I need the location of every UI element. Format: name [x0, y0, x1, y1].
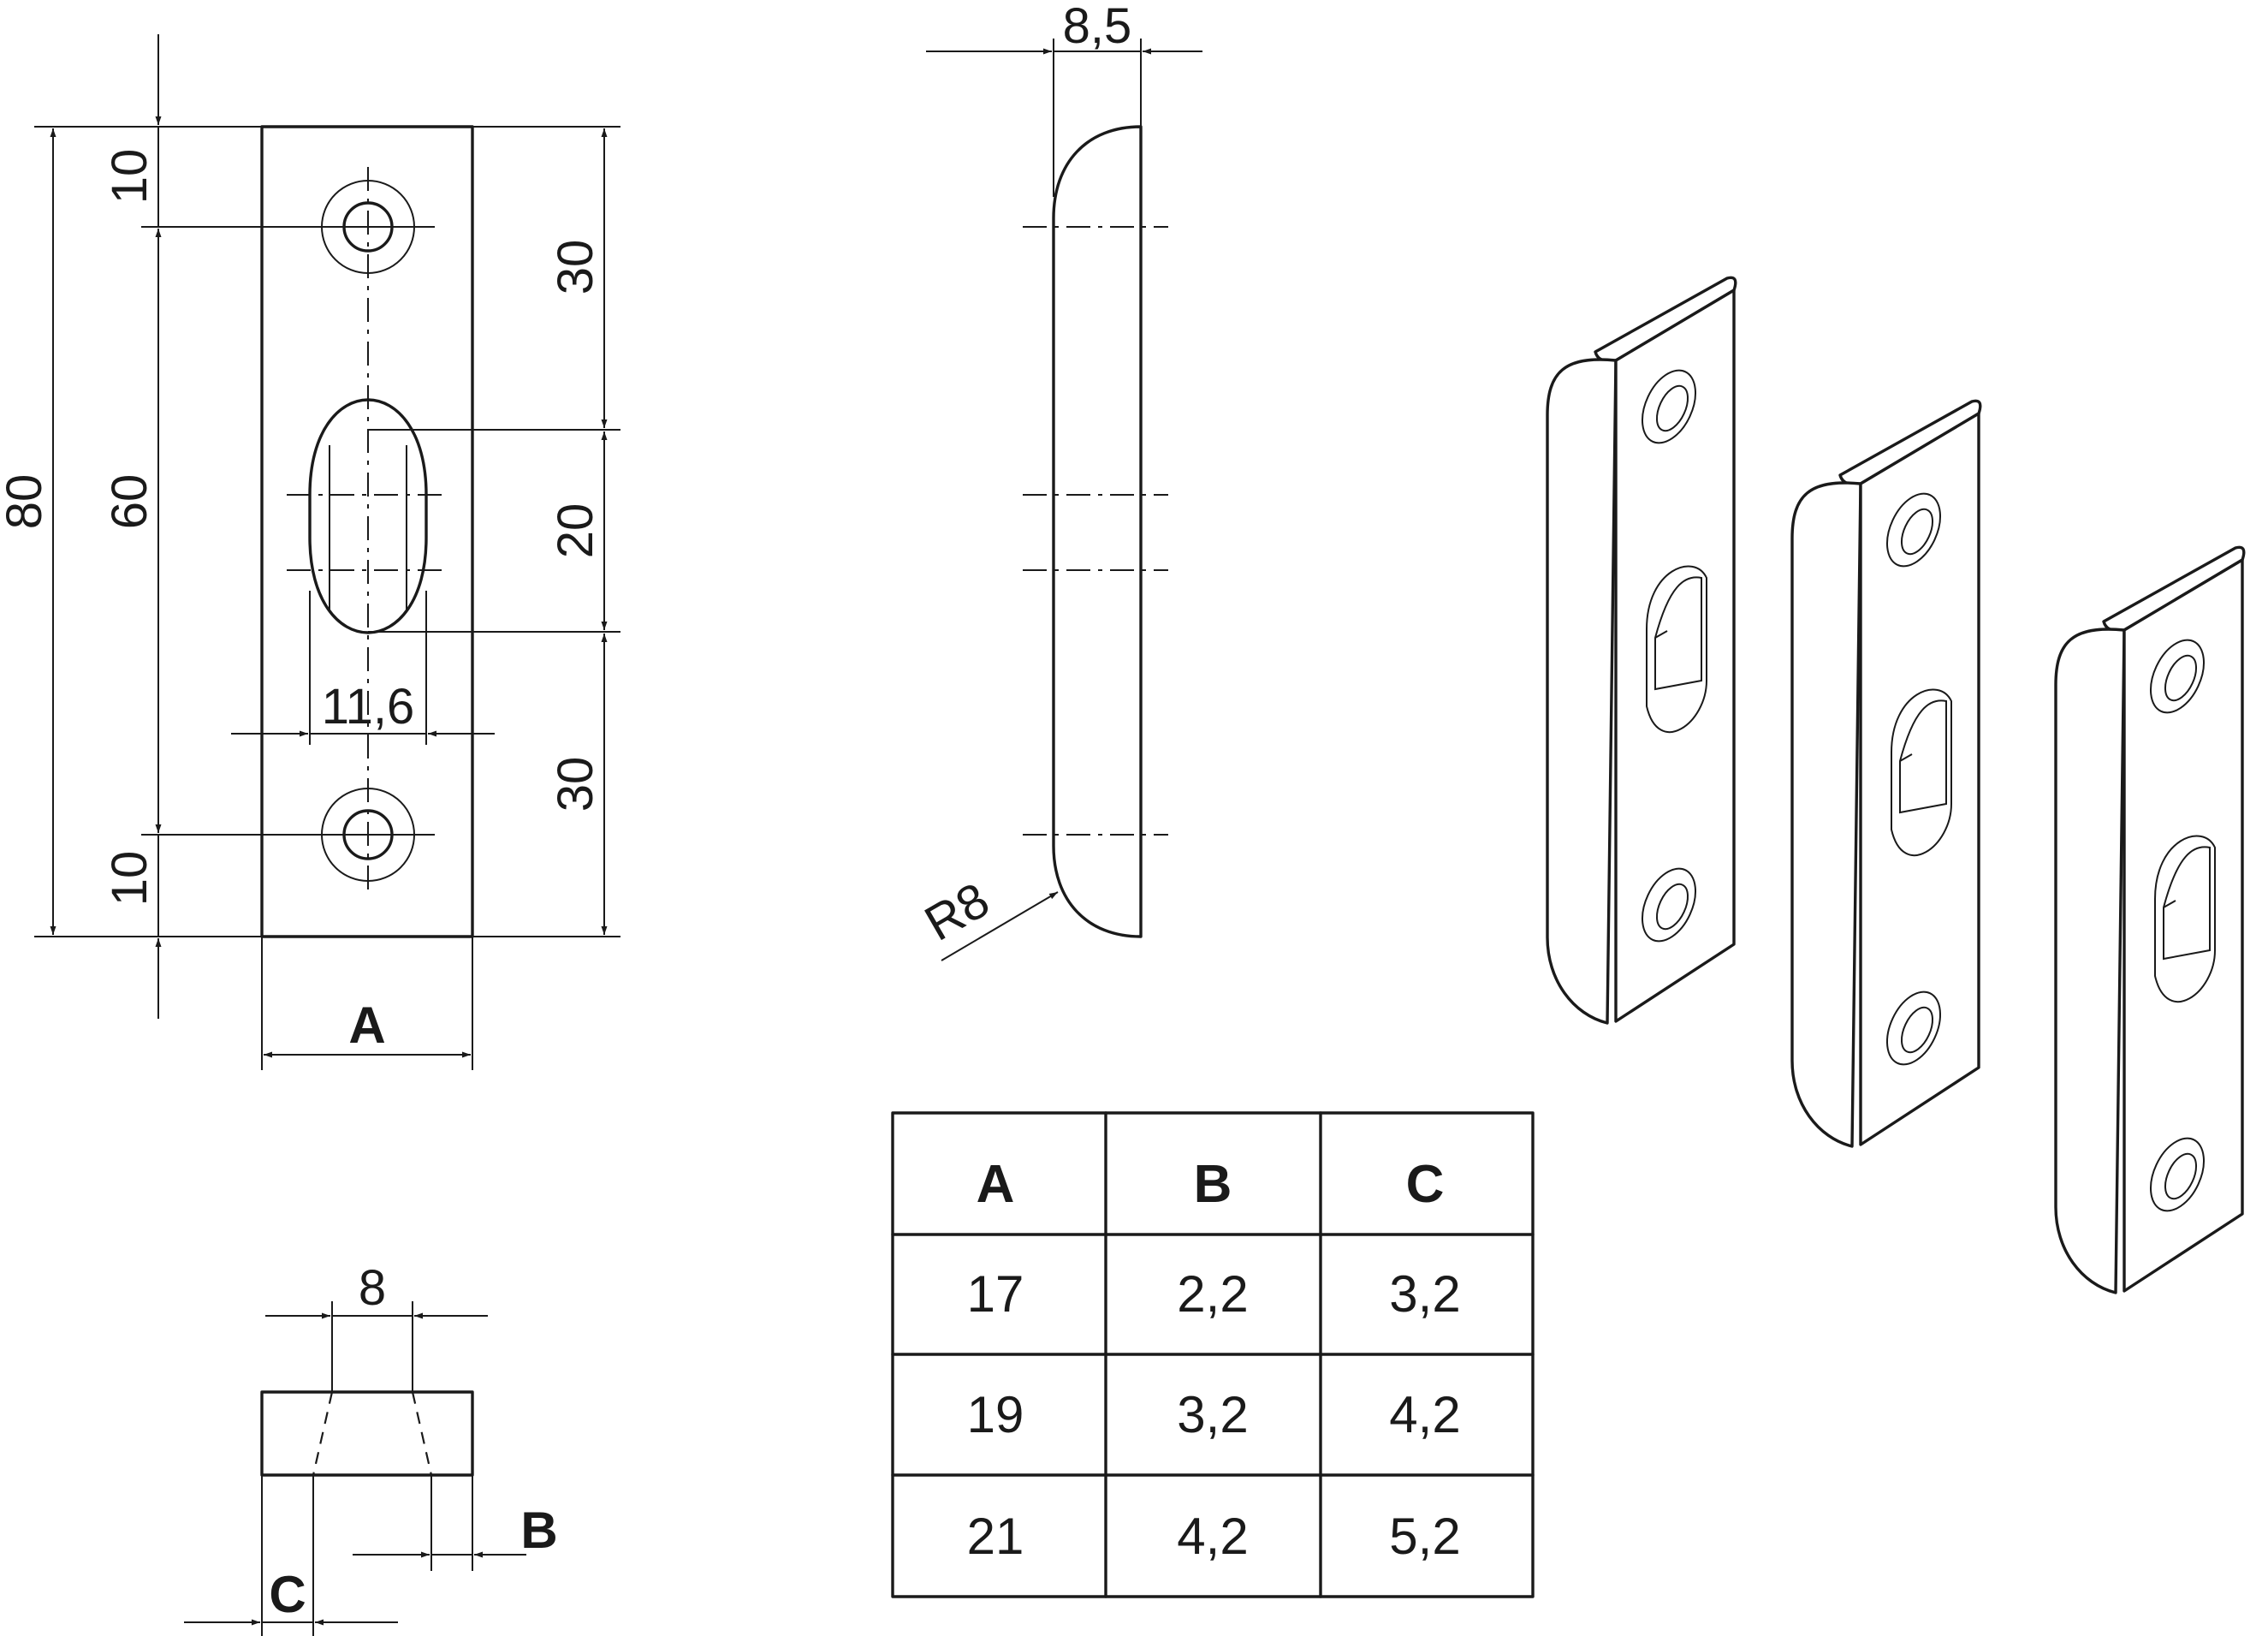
dim-lower-gap: 30 [548, 757, 603, 812]
dim-upper-gap: 30 [548, 240, 603, 295]
table-cell: 3,2 [1389, 1265, 1460, 1323]
table-header-b: B [1194, 1155, 1232, 1214]
side-profile-outline [1052, 125, 1143, 938]
dim-section-slot: 8 [359, 1260, 386, 1316]
dim-radius: R8 [916, 872, 999, 951]
table-cell: 2,2 [1177, 1265, 1248, 1323]
dim-width-a: A [348, 996, 385, 1054]
isometric-plate-1 [1546, 276, 1737, 1025]
dim-b: B [520, 1502, 557, 1559]
table-cell: 5,2 [1389, 1508, 1460, 1565]
table-cell: 4,2 [1389, 1386, 1460, 1443]
dim-bottom-hole-offset: 10 [102, 851, 157, 907]
table-cell: 3,2 [1177, 1386, 1248, 1443]
dimension-table: A B C 17 2,2 3,2 19 3,2 4,2 21 4,2 5,2 [891, 1111, 1535, 1598]
dim-slot-width: 11,6 [322, 679, 415, 735]
dim-c: C [269, 1566, 306, 1623]
table-cell: 21 [967, 1508, 1024, 1565]
dim-hole-spacing: 60 [102, 474, 157, 530]
section-view: 8 B C [184, 1260, 558, 1636]
dim-top-hole-offset: 10 [102, 149, 157, 205]
section-outline [260, 1390, 474, 1477]
table-cell: 4,2 [1177, 1508, 1248, 1565]
isometric-plate-2 [1790, 399, 1982, 1148]
dim-slot-height: 20 [548, 503, 603, 559]
front-view: 80 10 60 10 30 20 30 11,6 A [0, 34, 620, 1070]
table-header-a: A [977, 1155, 1015, 1214]
dim-overall-height: 80 [0, 474, 52, 530]
side-view: 8,5 R8 [916, 0, 1202, 961]
table-cell: 17 [967, 1265, 1024, 1323]
isometric-plate-3 [2054, 545, 2246, 1294]
table-header-c: C [1406, 1155, 1445, 1214]
dim-thickness: 8,5 [1063, 0, 1132, 54]
table-cell: 19 [967, 1386, 1024, 1443]
latch-slot [308, 398, 428, 634]
